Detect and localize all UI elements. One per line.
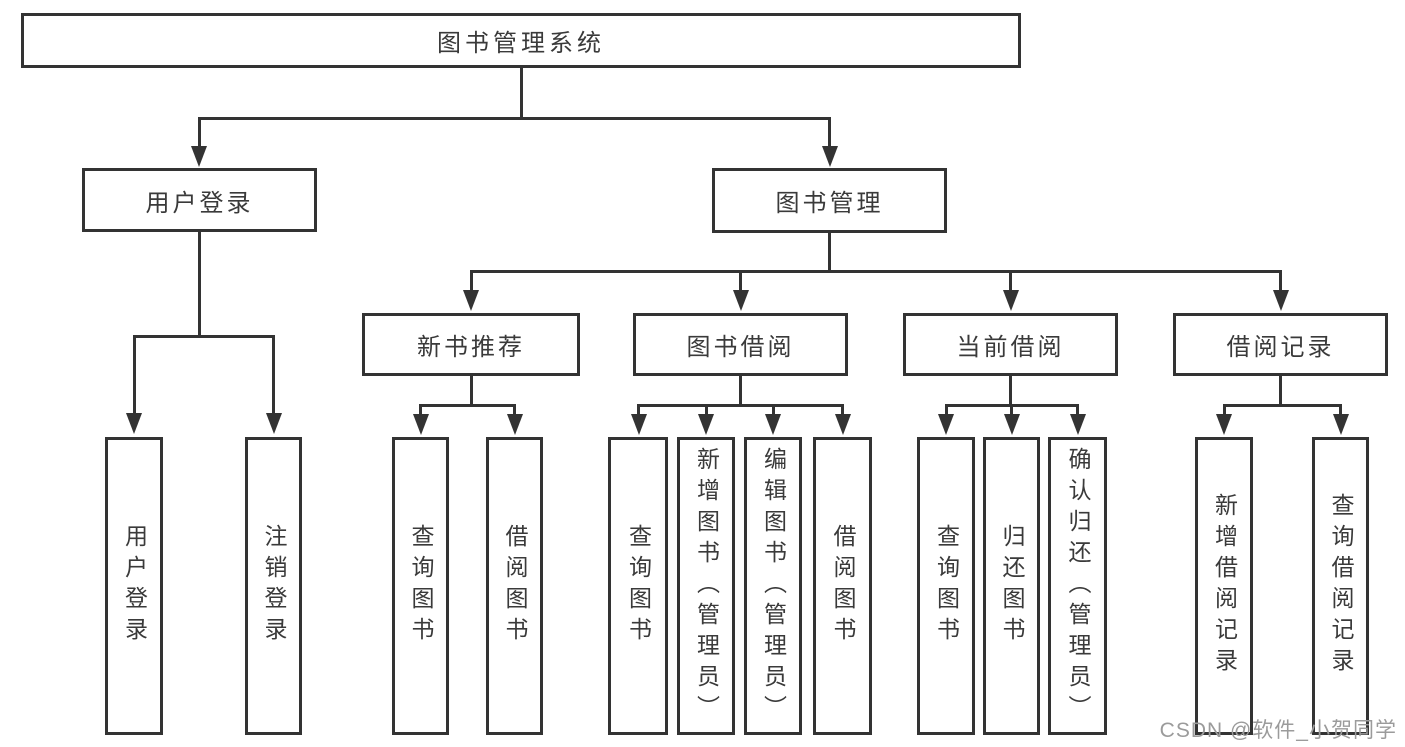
connector-line <box>828 231 831 272</box>
connector-arrowhead <box>126 413 142 434</box>
leaf-borrow-books-borrowing-label: 借阅图书 <box>830 524 856 648</box>
leaf-query-books-recommend-label: 查询图书 <box>408 524 434 648</box>
node-book-management: 图书管理 <box>712 168 947 233</box>
leaf-query-borrow-record-label: 查询借阅记录 <box>1328 493 1354 679</box>
node-book-borrowing: 图书借阅 <box>633 313 848 376</box>
connector-line <box>469 270 1282 273</box>
connector-line <box>132 335 275 338</box>
connector-arrowhead <box>821 146 838 167</box>
connector-line <box>1222 404 1226 416</box>
connector-arrowhead <box>506 414 523 435</box>
leaf-query-books-current: 查询图书 <box>917 437 975 735</box>
connector-line <box>419 404 422 416</box>
connector-arrowhead <box>1272 290 1289 311</box>
connector-line <box>1279 374 1282 406</box>
node-book-borrowing-label: 图书借阅 <box>686 334 795 361</box>
connector-line <box>198 117 831 120</box>
node-library-system: 图书管理系统 <box>21 13 1021 68</box>
connector-line <box>132 335 136 415</box>
connector-line <box>197 117 201 147</box>
node-new-book-recommendation: 新书推荐 <box>362 313 580 376</box>
connector-line <box>944 404 948 416</box>
leaf-return-books-label: 归还图书 <box>999 524 1025 648</box>
connector-arrowhead <box>765 414 781 435</box>
leaf-borrow-books-recommend: 借阅图书 <box>486 437 543 735</box>
connector-arrowhead <box>938 414 954 435</box>
connector-arrowhead <box>1216 414 1232 435</box>
node-current-borrowing: 当前借阅 <box>903 313 1118 376</box>
connector-line <box>469 270 473 292</box>
connector-line <box>1009 374 1012 406</box>
connector-line <box>1076 404 1079 416</box>
connector-line <box>739 374 742 406</box>
connector-line <box>637 404 640 416</box>
connector-line <box>704 404 708 416</box>
leaf-add-books-admin-label: 新增图书（管理员） <box>693 446 720 726</box>
leaf-confirm-return-admin: 确认归还（管理员） <box>1048 437 1107 735</box>
leaf-add-books-admin: 新增图书（管理员） <box>677 437 735 735</box>
node-library-system-label: 图书管理系统 <box>437 30 605 57</box>
leaf-logout-label: 注销登录 <box>261 524 287 648</box>
leaf-user-login: 用户登录 <box>105 437 163 735</box>
node-borrowing-records-label: 借阅记录 <box>1226 334 1335 361</box>
leaf-edit-books-admin-label: 编辑图书（管理员） <box>760 446 787 726</box>
leaf-user-login-label: 用户登录 <box>121 524 148 648</box>
leaf-add-borrow-record-label: 新增借阅记录 <box>1211 493 1238 679</box>
connector-line <box>841 404 844 416</box>
connector-line <box>739 270 742 292</box>
leaf-return-books: 归还图书 <box>983 437 1040 735</box>
node-user-login: 用户登录 <box>82 168 317 232</box>
leaf-logout: 注销登录 <box>245 437 302 735</box>
connector-line <box>419 404 516 407</box>
connector-arrowhead <box>732 290 749 311</box>
leaf-borrow-books-recommend-label: 借阅图书 <box>502 524 528 648</box>
node-book-management-label: 图书管理 <box>775 190 884 217</box>
connector-line <box>1009 270 1012 292</box>
connector-arrowhead <box>265 413 282 434</box>
connector-line <box>828 117 831 147</box>
connector-arrowhead <box>698 414 714 435</box>
connector-line <box>1222 404 1342 407</box>
connector-arrowhead <box>191 146 207 167</box>
leaf-confirm-return-admin-label: 确认归还（管理员） <box>1065 446 1091 726</box>
leaf-query-books-borrowing: 查询图书 <box>608 437 668 735</box>
leaf-borrow-books-borrowing: 借阅图书 <box>813 437 872 735</box>
node-user-login-label: 用户登录 <box>145 189 254 217</box>
connector-line <box>469 374 473 406</box>
connector-arrowhead <box>630 414 647 435</box>
leaf-query-borrow-record: 查询借阅记录 <box>1312 437 1369 735</box>
node-borrowing-records: 借阅记录 <box>1173 313 1388 376</box>
connector-arrowhead <box>834 414 851 435</box>
connector-line <box>520 66 523 119</box>
node-new-book-recommendation-label: 新书推荐 <box>417 334 525 361</box>
connector-line <box>198 230 201 337</box>
leaf-edit-books-admin: 编辑图书（管理员） <box>744 437 802 735</box>
connector-line <box>272 335 275 415</box>
connector-arrowhead <box>412 414 429 435</box>
leaf-query-books-current-label: 查询图书 <box>933 524 960 648</box>
leaf-add-borrow-record: 新增借阅记录 <box>1195 437 1253 735</box>
connector-line <box>771 404 775 416</box>
connector-arrowhead <box>1332 414 1349 435</box>
connector-line <box>1010 404 1013 416</box>
connector-arrowhead <box>1003 414 1020 435</box>
leaf-query-books-recommend: 查询图书 <box>392 437 449 735</box>
csdn-watermark: CSDN @软件_小贺同学 <box>1159 719 1397 742</box>
connector-line <box>637 404 844 407</box>
connector-line <box>513 404 516 416</box>
leaf-query-books-borrowing-label: 查询图书 <box>625 524 652 648</box>
connector-line <box>1279 270 1282 292</box>
connector-line <box>1339 404 1342 416</box>
connector-arrowhead <box>463 290 479 311</box>
connector-arrowhead <box>1069 414 1086 435</box>
connector-arrowhead <box>1002 290 1019 311</box>
node-current-borrowing-label: 当前借阅 <box>956 334 1065 361</box>
